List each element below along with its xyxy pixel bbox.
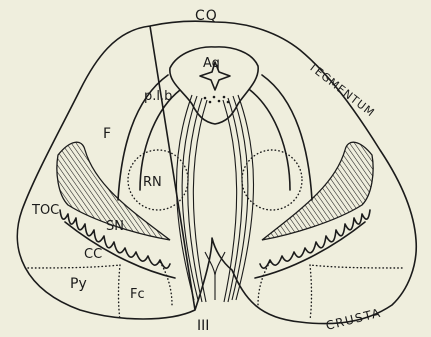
- red-nucleus-right: [242, 150, 302, 210]
- substantia-nigra-right: [262, 142, 373, 240]
- label-plb: p.l.b: [144, 89, 172, 104]
- label-f: F: [103, 126, 111, 142]
- label-iii: III: [197, 318, 209, 334]
- label-tegmentum: TEGMENTUM: [305, 60, 377, 120]
- label-crusta: CRUSTA: [324, 306, 382, 333]
- label-py: Py: [70, 276, 87, 292]
- label-cc: CC: [84, 247, 102, 262]
- label-cq: CQ: [195, 8, 218, 24]
- label-rn: RN: [143, 175, 162, 190]
- posterior-longitudinal-bundle-dots: [204, 96, 230, 104]
- label-fc: Fc: [130, 287, 145, 302]
- label-aq: Aq: [203, 56, 220, 71]
- label-toc: TOC: [31, 203, 59, 218]
- label-sn: SN: [106, 219, 124, 234]
